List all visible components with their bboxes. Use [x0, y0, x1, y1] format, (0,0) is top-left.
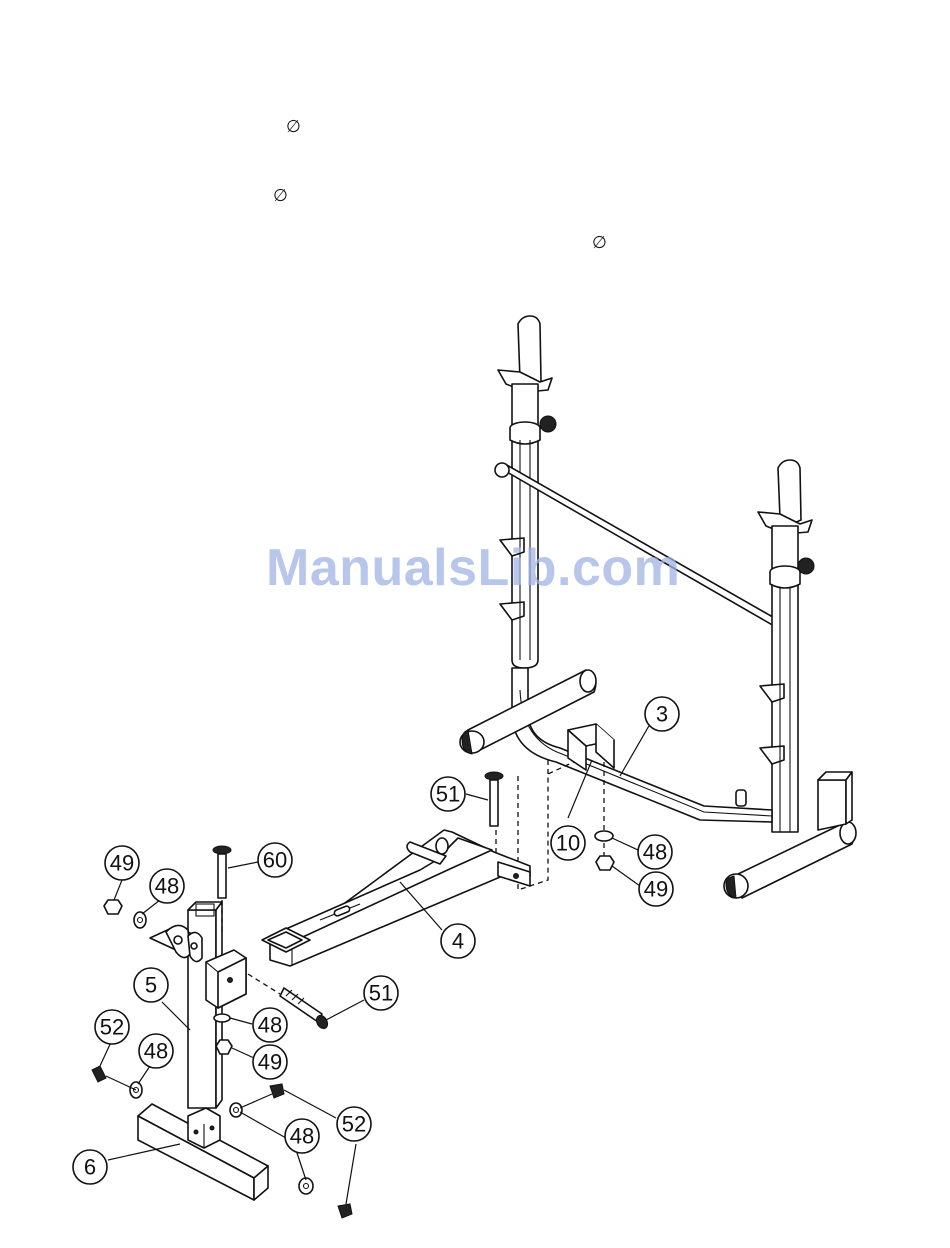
callout-52: 52 [337, 1107, 371, 1141]
callout-6: 6 [73, 1150, 107, 1184]
nut-49 [596, 856, 614, 870]
front-upright-part-5 [150, 902, 246, 1126]
callout-51: 51 [431, 777, 465, 811]
callout-48: 48 [253, 1008, 287, 1042]
nut-49 [104, 900, 122, 914]
svg-text:49: 49 [644, 877, 668, 902]
svg-text:48: 48 [155, 874, 179, 899]
rear-upright-frame [460, 316, 856, 898]
svg-text:48: 48 [643, 840, 667, 865]
callout-60: 60 [258, 843, 292, 877]
callout-52: 52 [95, 1010, 129, 1044]
svg-text:52: 52 [342, 1112, 366, 1137]
washer-48 [595, 831, 613, 841]
callout-49: 49 [639, 872, 673, 906]
svg-text:5: 5 [145, 973, 157, 998]
callout-48: 48 [638, 835, 672, 869]
svg-text:48: 48 [258, 1013, 282, 1038]
callout-49: 49 [105, 846, 139, 880]
svg-text:10: 10 [556, 831, 580, 856]
svg-text:6: 6 [84, 1155, 96, 1180]
bolt-51-upper [485, 772, 503, 826]
main-beam-part-4 [262, 830, 530, 966]
front-base-part-6 [138, 1104, 268, 1200]
callout-48: 48 [285, 1119, 319, 1153]
callout-5: 5 [134, 968, 168, 1002]
nut-49 [216, 1040, 232, 1054]
callout-51: 51 [364, 976, 398, 1010]
callout-48: 48 [150, 869, 184, 903]
callout-10: 10 [551, 826, 585, 860]
svg-text:49: 49 [258, 1050, 282, 1075]
washer-48 [134, 912, 146, 928]
svg-text:4: 4 [452, 929, 464, 954]
svg-text:3: 3 [656, 702, 668, 727]
washer-48 [214, 1014, 230, 1022]
svg-text:51: 51 [369, 981, 393, 1006]
callout-4: 4 [441, 924, 475, 958]
svg-text:48: 48 [144, 1039, 168, 1064]
svg-text:51: 51 [436, 782, 460, 807]
callout-49: 49 [253, 1045, 287, 1079]
callout-48: 48 [139, 1034, 173, 1068]
svg-text:49: 49 [110, 851, 134, 876]
svg-text:52: 52 [100, 1015, 124, 1040]
watermark: ManualsLib.com [266, 538, 680, 598]
svg-text:48: 48 [290, 1124, 314, 1149]
svg-text:60: 60 [263, 848, 287, 873]
callout-3: 3 [645, 697, 679, 731]
